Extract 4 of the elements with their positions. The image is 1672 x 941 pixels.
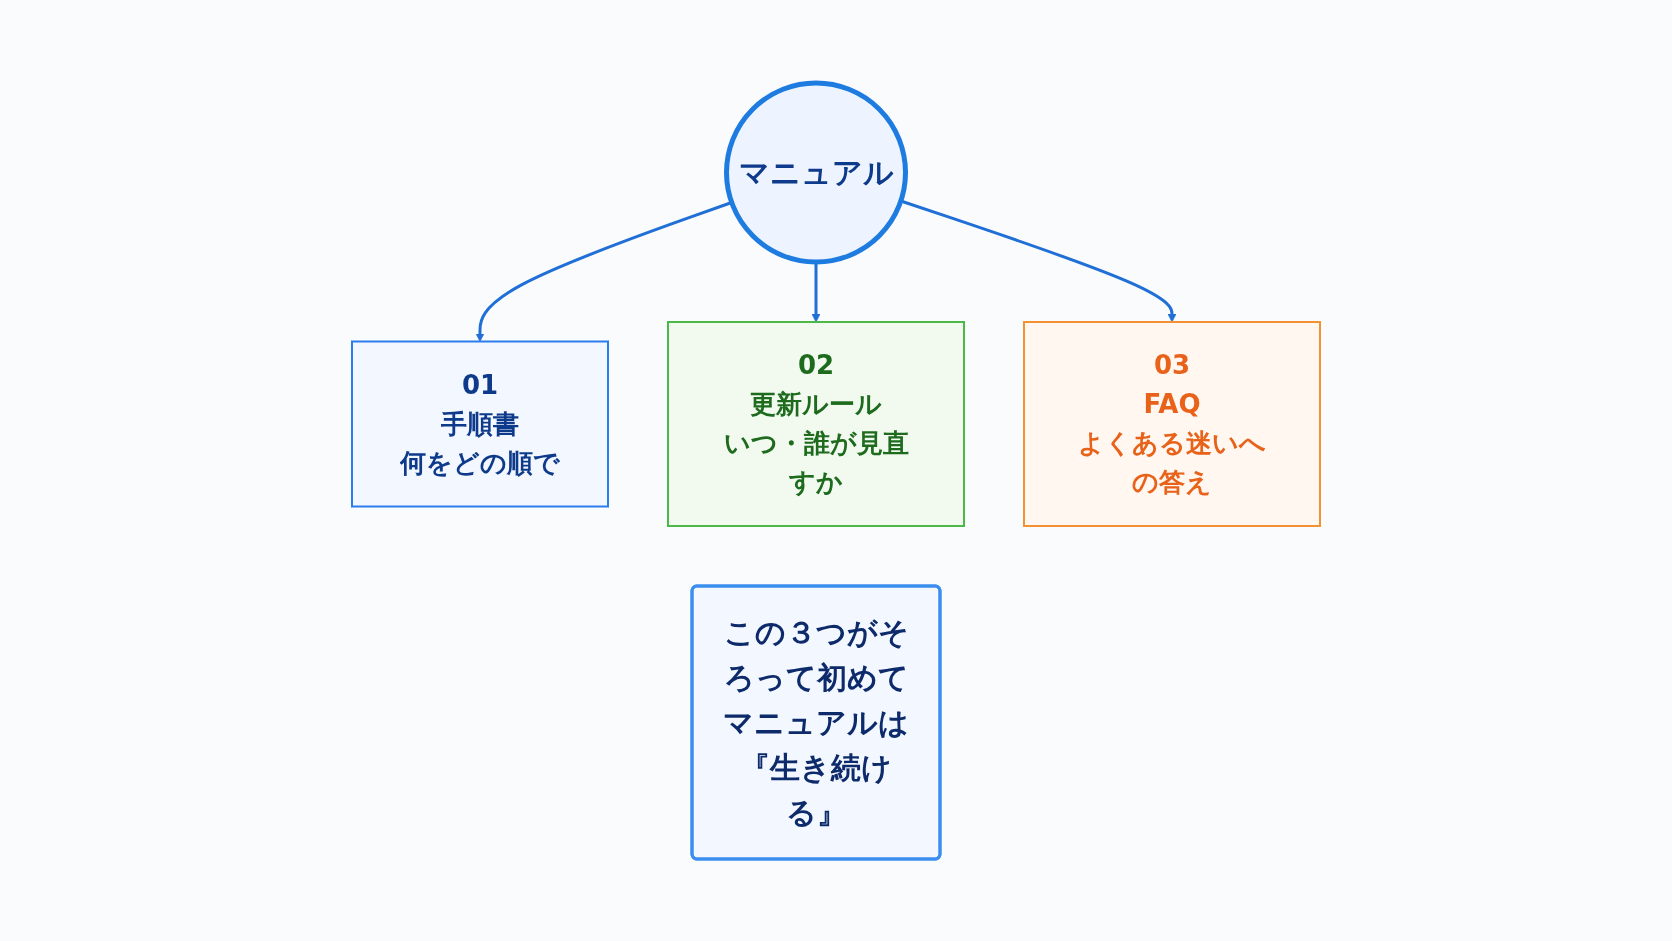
node-box: 03 FAQ よくある迷いへの答え [1023, 320, 1321, 527]
node-circle: マニュアル [724, 80, 908, 264]
node-box: 01 手順書 何をどの順で [351, 340, 609, 507]
node-box: 02 更新ルール いつ・誰が見直すか [667, 320, 965, 527]
